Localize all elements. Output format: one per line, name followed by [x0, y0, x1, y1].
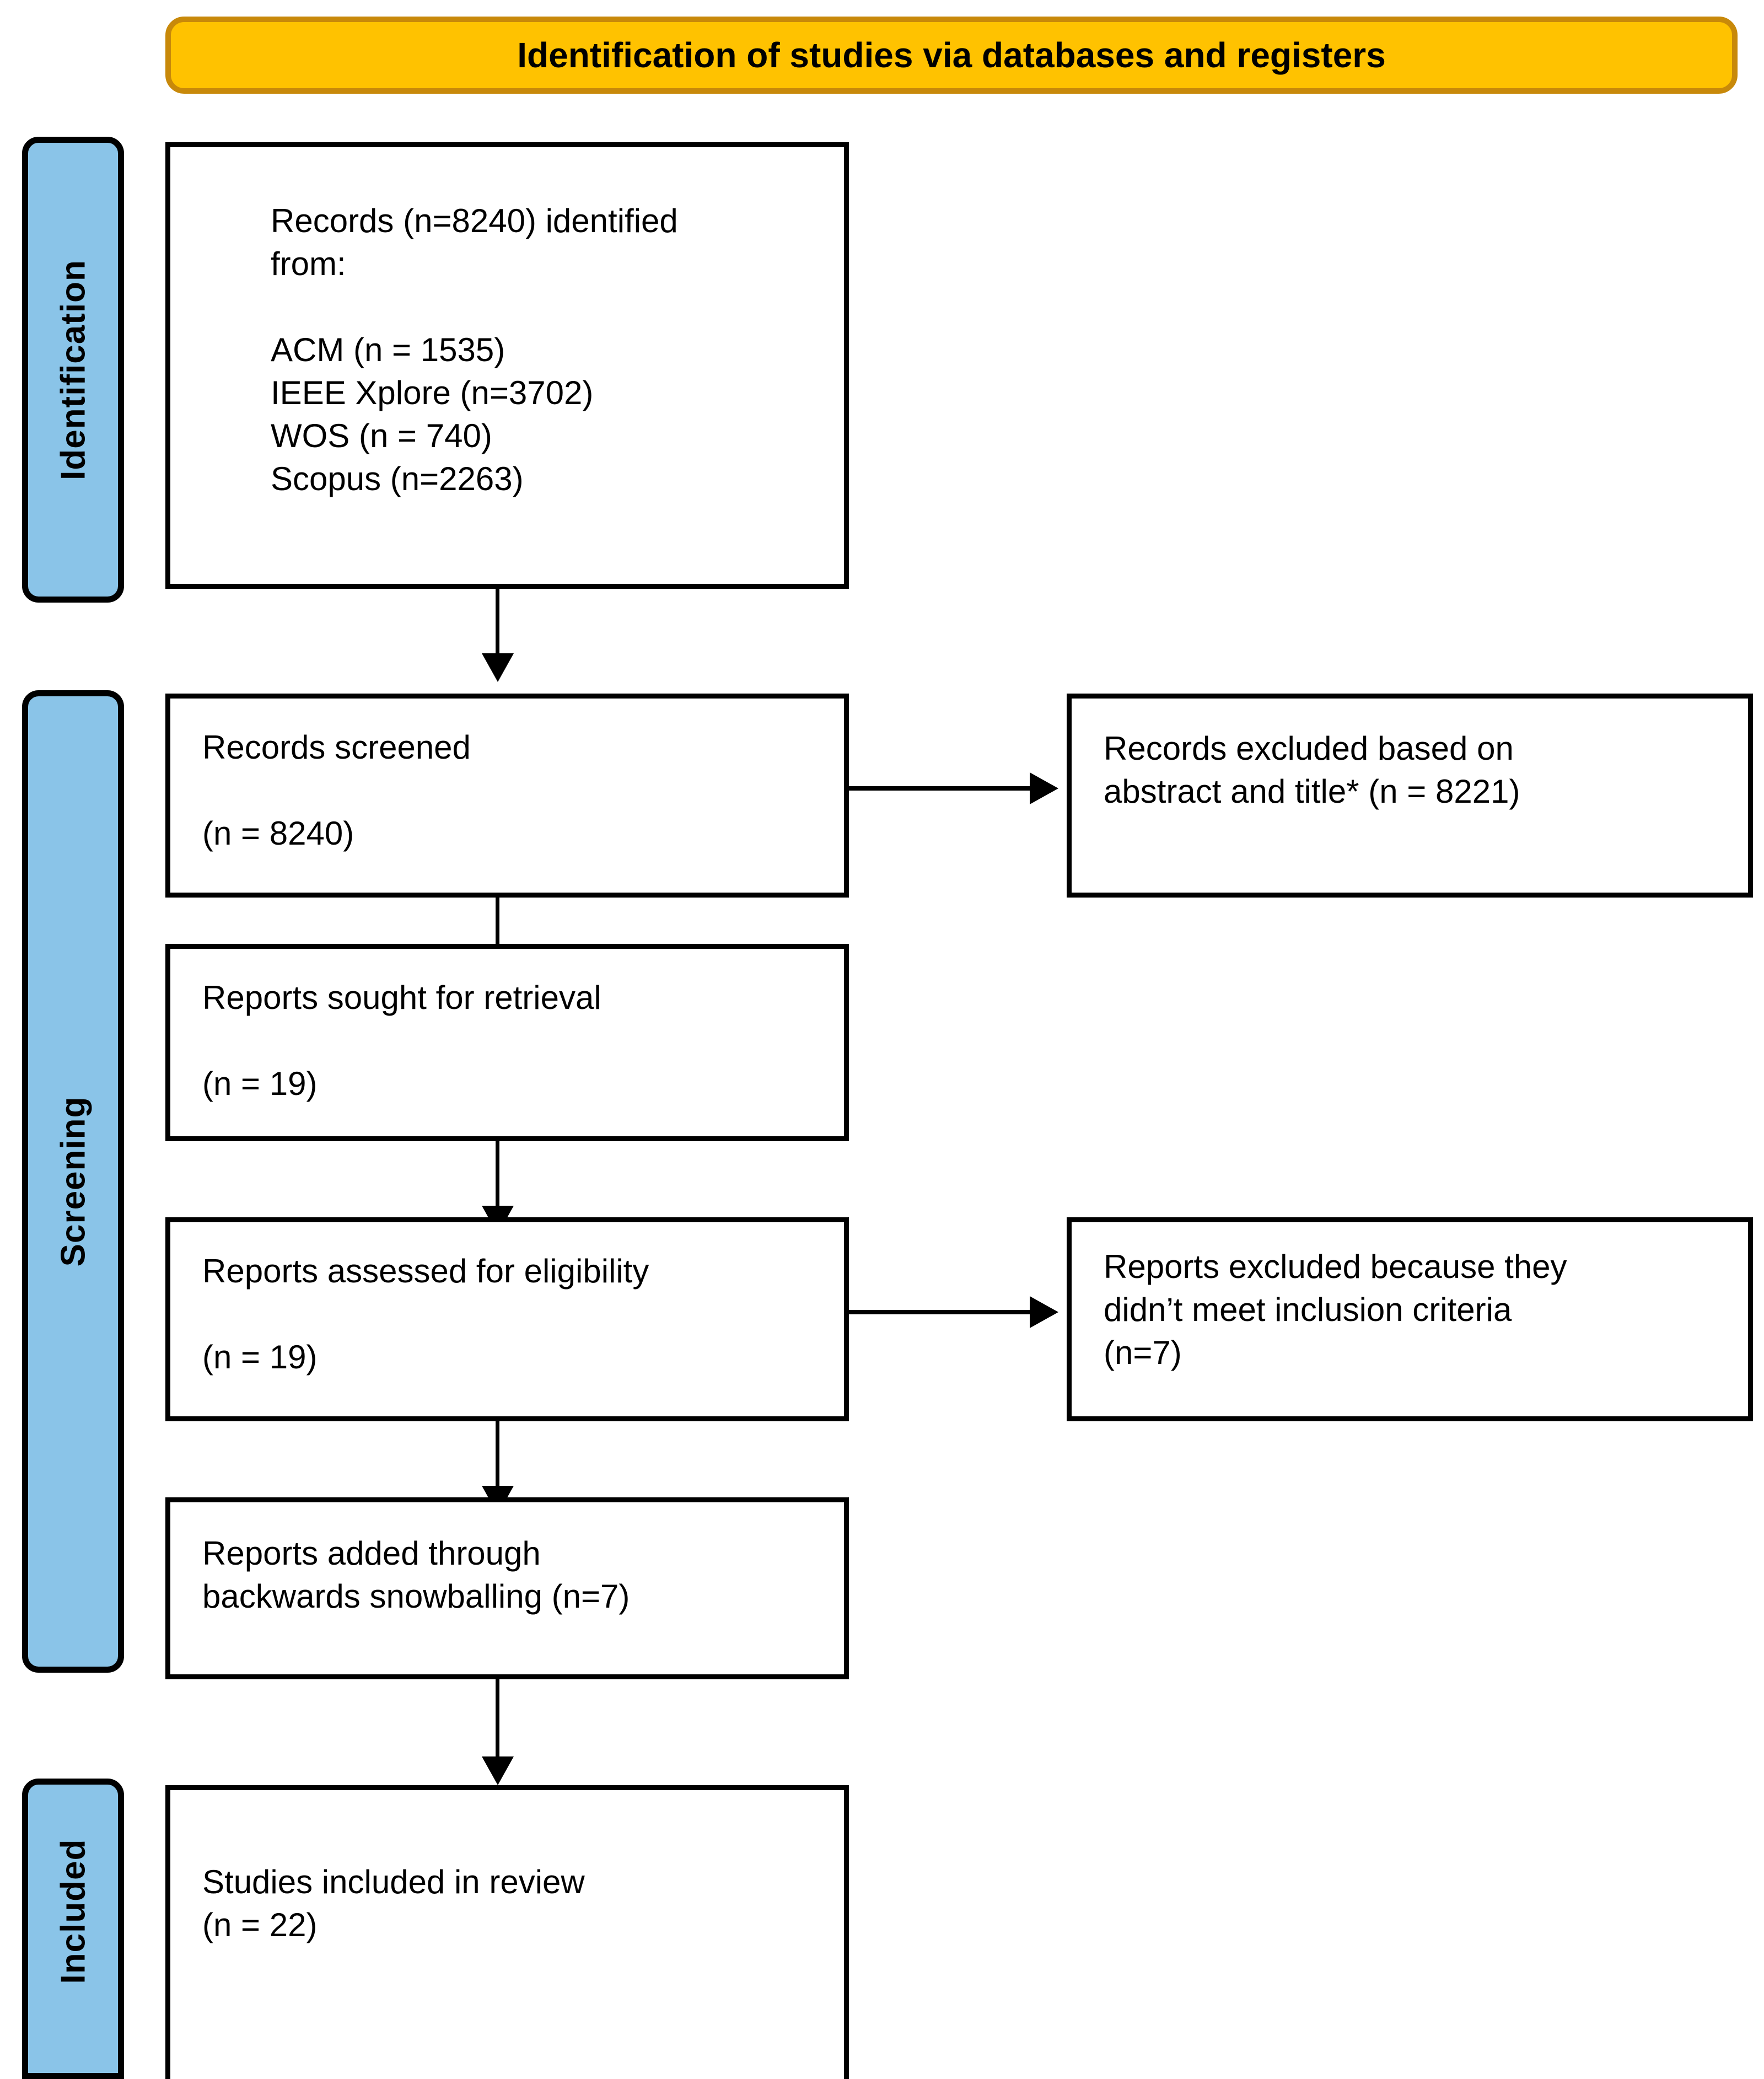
box-records-screened: Records screened (n = 8240): [165, 694, 849, 898]
rail-included: Included: [22, 1779, 124, 2079]
connector-line-1: [496, 589, 499, 655]
box-records-identified-text: Records (n=8240) identified from: ACM (n…: [271, 202, 678, 497]
rail-identification: Identification: [22, 137, 124, 603]
box-studies-included-in-review-text: Studies included in review (n = 22): [202, 1863, 585, 1943]
rail-included-label: Included: [54, 1839, 92, 1984]
box-reports-sought-for-retrieval-text: Reports sought for retrieval (n = 19): [202, 979, 601, 1102]
box-reports-assessed-for-eligibility: Reports assessed for eligibility (n = 19…: [165, 1217, 849, 1421]
box-studies-included-in-review: Studies included in review (n = 22): [165, 1785, 849, 2079]
connector-arrow-1: [482, 653, 514, 682]
box-reports-excluded-text: Reports excluded because they didn’t mee…: [1104, 1248, 1567, 1371]
box-reports-added-snowballing-text: Reports added through backwards snowball…: [202, 1535, 630, 1615]
box-records-screened-text: Records screened (n = 8240): [202, 729, 471, 852]
connector-arrow-7: [482, 1756, 514, 1785]
box-records-excluded-text: Records excluded based on abstract and t…: [1104, 730, 1520, 810]
box-reports-excluded: Reports excluded because they didn’t mee…: [1067, 1217, 1753, 1421]
box-reports-added-snowballing: Reports added through backwards snowball…: [165, 1497, 849, 1679]
stage-banner-identification: Identification of studies via databases …: [165, 17, 1738, 94]
connector-line-3: [496, 898, 499, 950]
connector-line-2: [849, 786, 1031, 791]
connector-line-6: [496, 1421, 499, 1487]
connector-arrow-2: [1030, 772, 1058, 804]
rail-identification-label: Identification: [54, 259, 92, 480]
box-reports-sought-for-retrieval: Reports sought for retrieval (n = 19): [165, 944, 849, 1141]
box-records-identified: Records (n=8240) identified from: ACM (n…: [165, 142, 849, 589]
stage-banner-label: Identification of studies via databases …: [517, 35, 1386, 75]
connector-line-4: [496, 1141, 499, 1207]
box-reports-assessed-for-eligibility-text: Reports assessed for eligibility (n = 19…: [202, 1253, 649, 1376]
rail-screening-label: Screening: [54, 1096, 92, 1267]
rail-screening: Screening: [22, 690, 124, 1673]
connector-line-5: [849, 1310, 1031, 1314]
box-records-excluded: Records excluded based on abstract and t…: [1067, 694, 1753, 898]
connector-arrow-5: [1030, 1296, 1058, 1328]
connector-line-7: [496, 1679, 499, 1758]
